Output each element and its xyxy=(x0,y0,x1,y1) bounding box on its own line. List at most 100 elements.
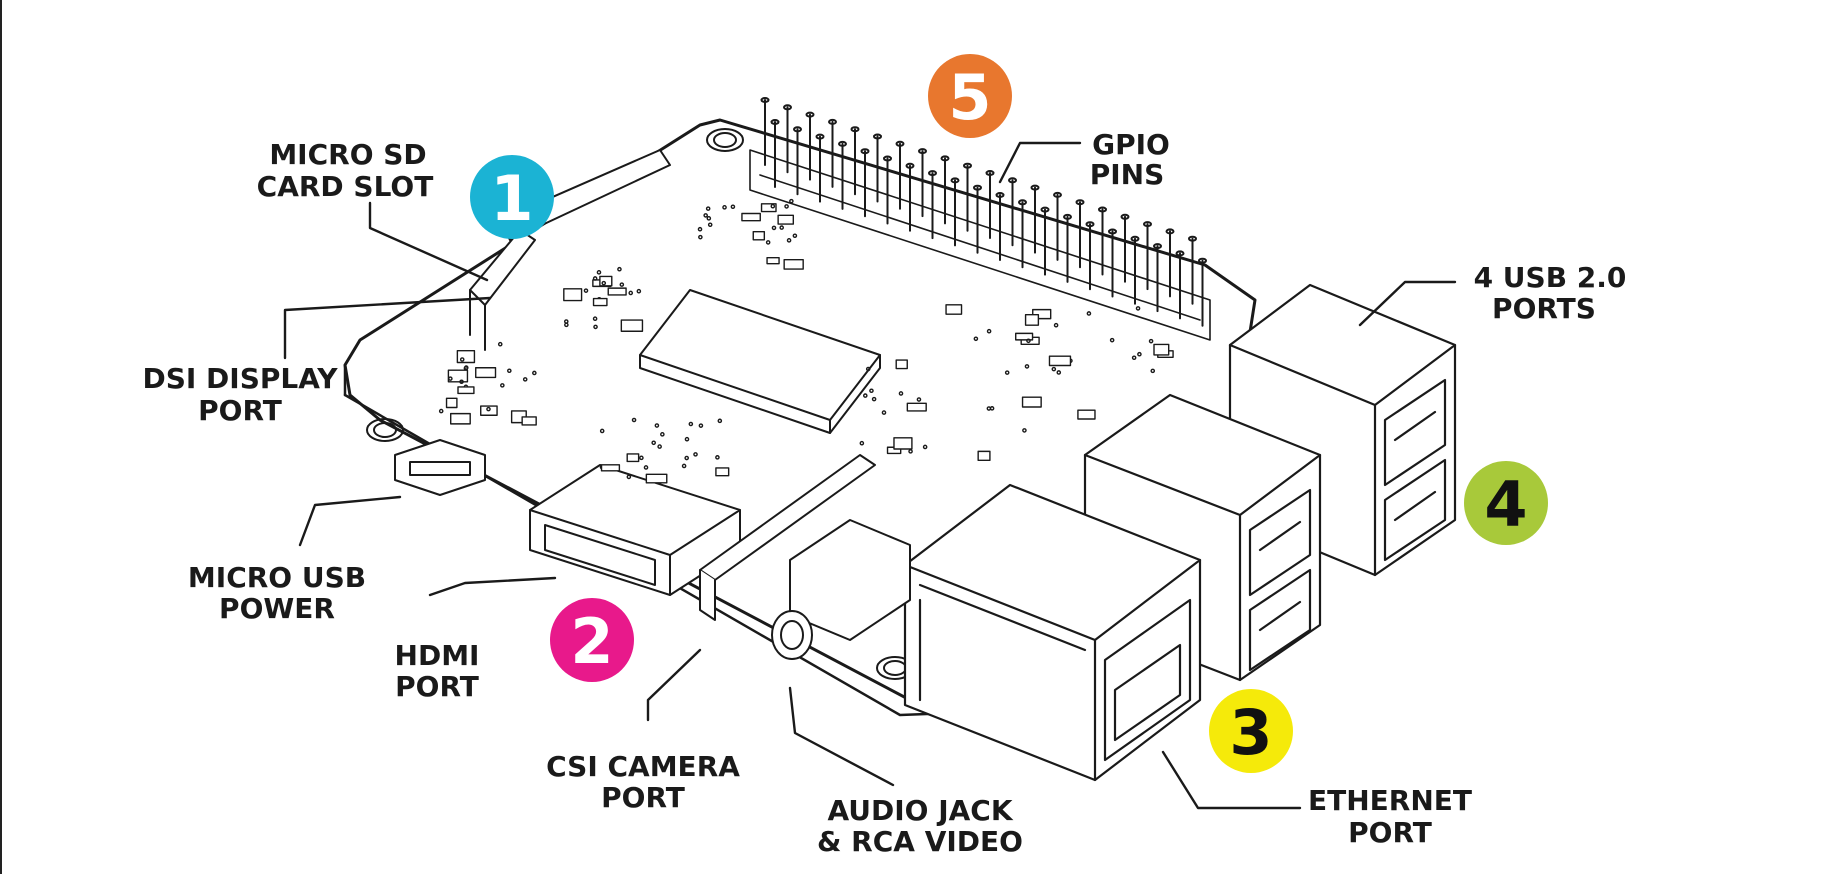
board-component xyxy=(697,226,703,232)
board-component xyxy=(486,406,491,412)
board-component xyxy=(973,336,979,342)
board-component xyxy=(693,452,698,457)
board-component xyxy=(945,304,963,315)
label-gpio-line1: GPIO xyxy=(1092,128,1170,161)
badge-5-circle xyxy=(928,54,1012,138)
board-component xyxy=(593,324,598,330)
gpio-pin-tip xyxy=(1108,228,1117,235)
board-component xyxy=(681,463,687,469)
board-component xyxy=(784,204,789,209)
board-component xyxy=(448,376,453,381)
board-component xyxy=(765,240,771,245)
gpio-pin-tip xyxy=(1130,235,1140,242)
badge-2-circle xyxy=(550,598,634,682)
badge-3-number: 3 xyxy=(1229,696,1272,769)
board-component xyxy=(521,416,537,426)
board-component xyxy=(643,465,649,470)
board-component xyxy=(592,297,608,307)
board-component xyxy=(628,290,634,296)
board-component xyxy=(1086,311,1092,316)
gpio-pin-tip xyxy=(793,126,802,133)
label-audio-line2: & RCA VIDEO xyxy=(817,825,1023,858)
board-component xyxy=(684,455,689,461)
board-component xyxy=(703,213,708,218)
leader-ethernet xyxy=(1161,750,1302,810)
soc-chip xyxy=(639,289,881,434)
board-component xyxy=(660,432,665,437)
audio-jack-drawing xyxy=(771,519,911,660)
gpio-pin-tip xyxy=(860,148,870,155)
board-component xyxy=(859,440,865,446)
badge-5: 5 xyxy=(928,54,1012,138)
board-component xyxy=(705,206,711,211)
board-component xyxy=(500,383,505,388)
leader-dsi xyxy=(283,296,492,360)
board-component xyxy=(651,440,656,446)
label-usb-line1: 4 USB 2.0 xyxy=(1474,261,1627,294)
badge-4-circle xyxy=(1464,461,1548,545)
board-component xyxy=(1137,351,1142,357)
badge-4: 4 xyxy=(1464,461,1548,545)
board-component xyxy=(617,266,622,272)
board-component xyxy=(1153,343,1170,356)
board-component xyxy=(596,270,602,275)
label-micro-usb-line1: MICRO USB xyxy=(188,561,366,594)
board-component xyxy=(922,444,928,450)
label-hdmi-port: HDMI PORT xyxy=(395,639,480,703)
label-ethernet-line1: ETHERNET xyxy=(1308,784,1472,817)
badge-1-number: 1 xyxy=(490,162,533,235)
gpio-pin-tip xyxy=(883,155,892,162)
board-component xyxy=(654,423,660,428)
gpio-pin-tip xyxy=(1153,243,1162,250)
board-component xyxy=(522,377,528,382)
hdmi-port-drawing xyxy=(529,464,741,596)
board-component xyxy=(906,402,927,412)
board-component xyxy=(1024,314,1040,326)
label-hdmi-line2: PORT xyxy=(395,670,479,703)
board-component xyxy=(497,341,503,347)
board-component xyxy=(657,444,662,449)
gpio-pin-tip xyxy=(760,97,770,103)
board-component xyxy=(895,359,908,370)
board-component xyxy=(893,437,913,450)
mounting-holes xyxy=(366,128,914,680)
board-component xyxy=(583,288,589,293)
board-component xyxy=(592,276,598,281)
label-csi-line1: CSI CAMERA xyxy=(546,750,740,783)
gpio-pin-tip xyxy=(1098,206,1107,213)
gpio-pin-tip xyxy=(1120,213,1130,220)
badge-4-number: 4 xyxy=(1484,468,1527,541)
board-component xyxy=(865,366,871,372)
board-component xyxy=(447,369,469,383)
leader-hdmi xyxy=(428,576,557,597)
gpio-pin-tip xyxy=(1053,191,1062,198)
board-component xyxy=(620,319,644,332)
label-audio-jack-rca-video: AUDIO JACK & RCA VIDEO xyxy=(817,794,1023,858)
gpio-pins-drawing xyxy=(760,97,1207,327)
board-component xyxy=(507,368,512,374)
board-component xyxy=(777,214,795,225)
label-usb-ports: 4 USB 2.0 PORTS xyxy=(1474,261,1627,325)
gpio-pin-tip xyxy=(783,104,792,111)
board-component xyxy=(1135,306,1141,311)
board-component xyxy=(1131,355,1137,361)
board-component xyxy=(626,474,632,480)
label-csi-camera-port: CSI CAMERA PORT xyxy=(546,750,740,814)
leader-micro-usb xyxy=(298,495,402,547)
gpio-pin-tip xyxy=(905,162,915,169)
label-audio-line1: AUDIO JACK xyxy=(827,794,1013,827)
badge-3-circle xyxy=(1209,689,1293,773)
board-component xyxy=(989,406,995,411)
gpio-pin-tip xyxy=(1063,213,1072,220)
label-csi-line2: PORT xyxy=(601,781,685,814)
gpio-pin-tip xyxy=(928,170,937,177)
label-usb-line2: PORTS xyxy=(1492,292,1596,325)
board-component xyxy=(1048,355,1072,367)
board-component xyxy=(986,328,992,334)
board-component xyxy=(684,436,690,442)
board-component xyxy=(760,203,777,213)
board-component xyxy=(1051,366,1057,372)
board-component xyxy=(619,282,625,287)
csi-connector-drawing xyxy=(699,454,876,621)
